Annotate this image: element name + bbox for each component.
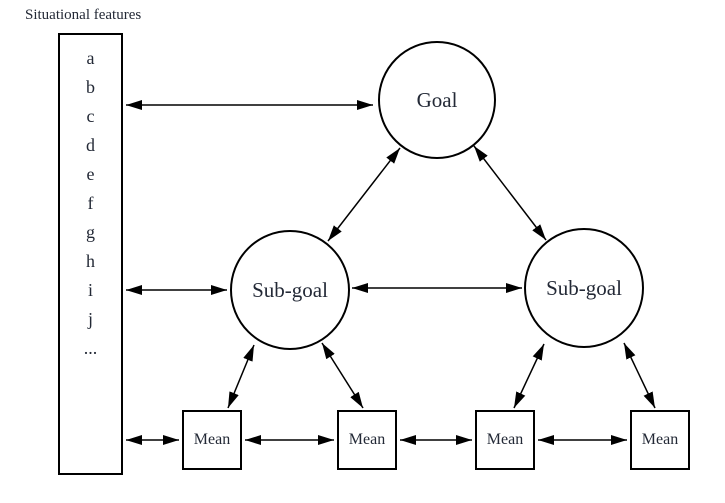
feature-item: d xyxy=(86,135,95,155)
arrow-subgoal-left-mean-2 xyxy=(321,342,364,409)
mean-4-node: Mean xyxy=(630,410,690,470)
feature-item: e xyxy=(86,164,95,184)
feature-item: b xyxy=(86,77,95,97)
arrow-subgoal-left-mean-1 xyxy=(227,344,255,409)
mean-2-label: Mean xyxy=(348,431,386,448)
arrow-subgoal-right-mean-3 xyxy=(513,343,545,409)
feature-item: a xyxy=(86,48,95,68)
subgoal-right-label: Sub-goal xyxy=(546,275,622,300)
subgoal-left-label: Sub-goal xyxy=(252,277,328,302)
mean-1-label: Mean xyxy=(193,431,231,448)
feature-item: i xyxy=(87,280,93,300)
subgoal-left-node: Sub-goal xyxy=(230,230,350,350)
mean-2-node: Mean xyxy=(337,410,397,470)
arrow-goal-subgoal-right xyxy=(473,145,547,241)
feature-item: ... xyxy=(83,338,98,358)
feature-item: j xyxy=(87,309,93,329)
arrow-goal-subgoal-left xyxy=(327,147,401,242)
feature-item: f xyxy=(87,193,94,213)
feature-item: h xyxy=(86,251,95,271)
mean-1-node: Mean xyxy=(182,410,242,470)
feature-item: c xyxy=(86,106,95,126)
goal-label: Goal xyxy=(416,87,458,112)
mean-4-label: Mean xyxy=(641,431,679,448)
feature-item: g xyxy=(86,222,95,242)
subgoal-right-node: Sub-goal xyxy=(524,228,644,348)
mean-3-node: Mean xyxy=(475,410,535,470)
goal-node: Goal xyxy=(378,41,496,159)
diagram-title: Situational features xyxy=(25,7,142,23)
arrow-subgoal-right-mean-4 xyxy=(623,342,656,409)
situational-features-box: a b c d e f g h i j ... xyxy=(58,33,123,475)
mean-3-label: Mean xyxy=(486,431,524,448)
